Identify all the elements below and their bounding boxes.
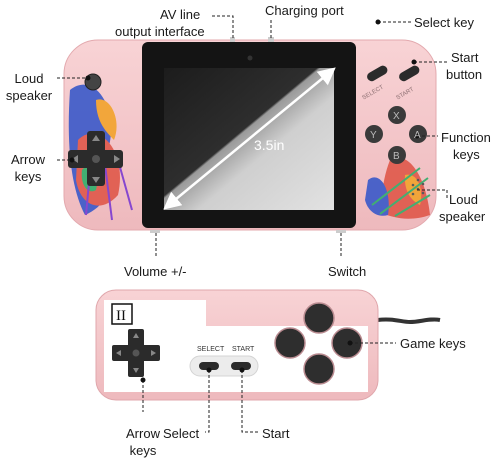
function-key-y-label: Y	[370, 130, 377, 141]
arrow-keys-label: Arrow	[11, 152, 45, 167]
controller-white-panel	[104, 300, 368, 392]
wired-controller	[95, 289, 441, 401]
charging-port	[268, 37, 274, 42]
function-keys-label-2: keys	[453, 147, 480, 162]
start-button-label-2: button	[446, 67, 483, 82]
callout-dots	[69, 19, 420, 383]
av-port	[230, 37, 235, 42]
volume-rocker	[150, 230, 160, 233]
camera-dot	[247, 55, 253, 61]
left-speaker-label-2: speaker	[5, 88, 53, 103]
player-badge: II	[116, 308, 126, 324]
game-key-left	[274, 327, 306, 359]
function-keys-label: Function	[441, 130, 491, 145]
screen-size-label: 3.5in	[254, 137, 284, 153]
handheld-console	[63, 37, 437, 233]
av-line-label: AV line	[160, 7, 201, 22]
arrow-keys-label-2: keys	[14, 169, 42, 184]
switch-label: Switch	[328, 264, 367, 279]
game-key-top	[303, 302, 335, 334]
console-select-key	[367, 65, 388, 82]
controller-cable	[377, 317, 441, 325]
volume-label: Volume +/-	[124, 264, 187, 279]
controller-arrow-keys-label-2: keys	[129, 443, 157, 458]
right-paint-splash	[365, 157, 431, 219]
callout-lines	[57, 15, 448, 433]
start-button-label: Start	[451, 50, 479, 65]
player-badge-frame	[111, 303, 133, 325]
controller-arrow-keys-label: Arrow	[126, 426, 160, 441]
charging-port-label: Charging port	[265, 3, 344, 18]
controller-select-button	[199, 362, 219, 370]
game-keys-label: Game keys	[400, 336, 466, 351]
power-switch	[336, 230, 346, 233]
function-key-y	[365, 125, 383, 143]
function-key-x-label: X	[393, 111, 400, 122]
function-key-x	[388, 106, 406, 124]
controller-dpad	[112, 329, 160, 377]
controller-select-tag: SELECT	[197, 346, 225, 353]
console-dpad	[68, 131, 123, 186]
controller-select-label: Select	[163, 426, 200, 441]
function-key-b	[388, 146, 406, 164]
left-speaker-label: Loud	[14, 71, 44, 86]
console-start-key	[399, 65, 420, 82]
game-keys	[274, 302, 363, 385]
right-speaker-label-2: speaker	[439, 209, 486, 224]
screen-diagonal-arrow	[163, 67, 336, 210]
function-key-b-label: B	[393, 151, 400, 162]
select-key-label: Select key	[414, 15, 474, 30]
controller-start-label: Start	[262, 426, 290, 441]
controller-start-button	[231, 362, 251, 370]
right-speaker	[411, 178, 425, 196]
controller-start-tag: START	[232, 346, 255, 353]
right-speaker-label: Loud	[449, 192, 478, 207]
function-key-a-label: A	[414, 130, 421, 141]
av-line-label-2: output interface	[115, 24, 205, 39]
game-key-bottom	[303, 353, 335, 385]
